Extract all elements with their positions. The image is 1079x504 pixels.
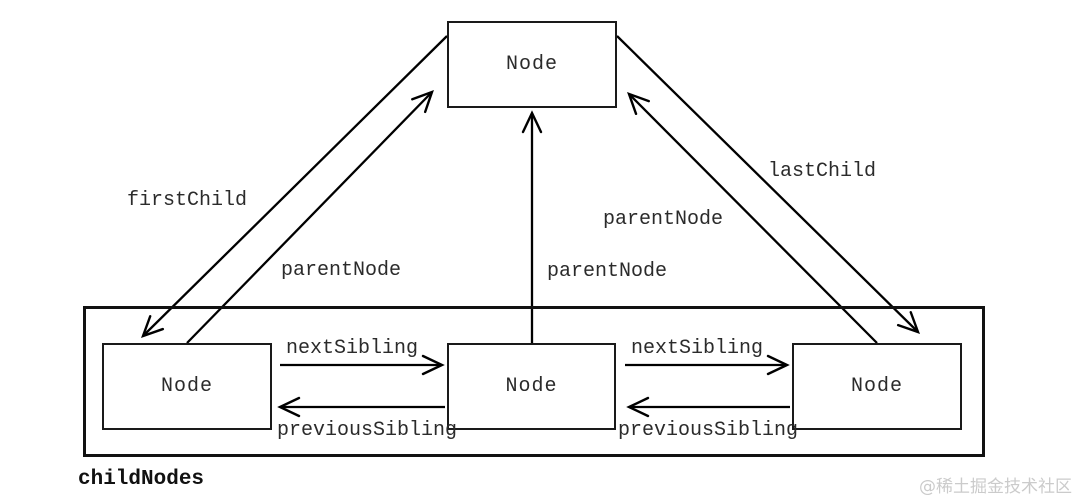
child-node-label-1: Node xyxy=(160,375,213,398)
parent-node-right-arrow xyxy=(627,92,878,344)
parent-node-right-label: parentNode xyxy=(603,208,724,231)
child-node-box-2: Node xyxy=(447,343,616,430)
parent-node-box: Node xyxy=(447,21,617,108)
next-sibling-right-label: nextSibling xyxy=(631,337,764,360)
child-node-label-3: Node xyxy=(850,375,903,398)
parent-node-label: Node xyxy=(505,53,558,76)
last-child-arrow xyxy=(616,35,920,334)
previous-sibling-right-label: previousSibling xyxy=(618,419,799,442)
child-node-box-1: Node xyxy=(102,343,272,430)
child-node-box-3: Node xyxy=(792,343,962,430)
first-child-arrow xyxy=(141,35,448,338)
child-nodes-container-box xyxy=(83,306,985,457)
first-child-label: firstChild xyxy=(127,189,248,212)
watermark-text: @稀土掘金技术社区 xyxy=(919,477,1072,497)
child-node-label-2: Node xyxy=(505,375,558,398)
parent-node-middle-label: parentNode xyxy=(547,260,668,283)
child-nodes-caption: childNodes xyxy=(78,468,205,491)
parent-node-left-label: parentNode xyxy=(281,259,402,282)
last-child-label: lastChild xyxy=(768,160,877,183)
parent-node-left-arrow xyxy=(186,89,434,344)
previous-sibling-left-label: previousSibling xyxy=(277,419,458,442)
next-sibling-left-label: nextSibling xyxy=(286,337,419,360)
